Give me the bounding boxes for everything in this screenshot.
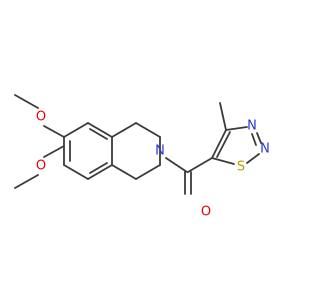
bond xyxy=(211,157,235,165)
bond xyxy=(135,122,161,138)
atom-label-nitrogen: N xyxy=(247,119,257,134)
bond xyxy=(63,164,89,180)
bond xyxy=(14,94,39,109)
bond xyxy=(246,153,260,164)
bond xyxy=(43,125,65,138)
bond xyxy=(43,145,65,158)
bond xyxy=(251,133,257,146)
bond xyxy=(256,132,262,144)
bond xyxy=(14,174,39,189)
atom-labels: O O N O N N S xyxy=(36,110,270,220)
atom-label-oxygen: O xyxy=(36,110,46,125)
bond xyxy=(187,157,213,173)
atom-label-nitrogen: N xyxy=(155,144,165,159)
bond xyxy=(63,122,89,138)
bonds xyxy=(14,94,262,195)
bond xyxy=(219,102,227,131)
molecule-diagram: O O N O N N S xyxy=(14,94,270,220)
atom-label-sulfur: S xyxy=(237,160,245,175)
bond xyxy=(89,128,108,140)
bond xyxy=(225,126,248,131)
structure-svg: O O N O N N S xyxy=(14,94,270,220)
bond xyxy=(165,157,188,173)
bond xyxy=(211,129,227,159)
atom-label-oxygen: O xyxy=(201,205,211,220)
atom-label-nitrogen: N xyxy=(260,142,270,157)
bond xyxy=(87,122,113,138)
bond xyxy=(135,164,161,180)
atom-label-oxygen: O xyxy=(36,159,46,174)
bond xyxy=(87,164,113,180)
bond xyxy=(111,122,137,138)
bond xyxy=(111,164,137,180)
bond xyxy=(216,131,231,158)
bond xyxy=(89,162,108,174)
